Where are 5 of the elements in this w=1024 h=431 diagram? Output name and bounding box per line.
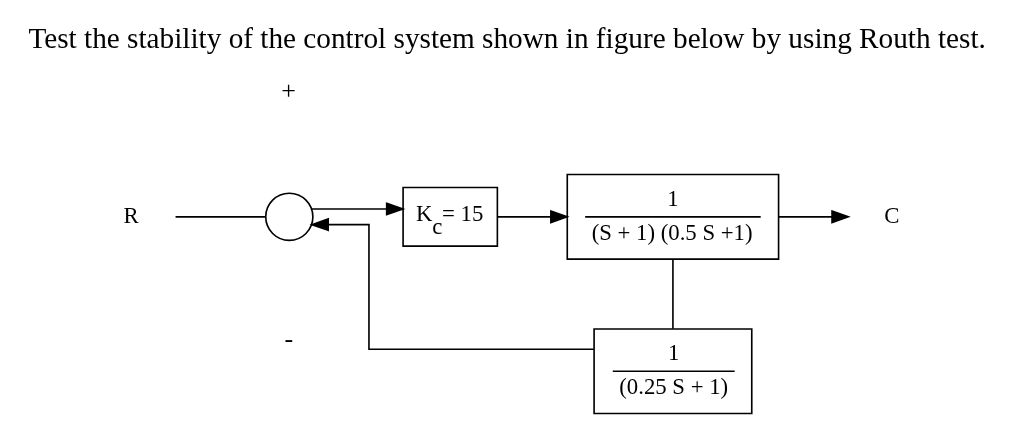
node-text: C: [884, 202, 900, 228]
diagram-title: Test the stability of the control system shown in figure below by using Routh test.: [28, 21, 986, 54]
label: +: [281, 75, 296, 105]
label: -: [284, 323, 294, 353]
node-text: R: [123, 202, 139, 228]
